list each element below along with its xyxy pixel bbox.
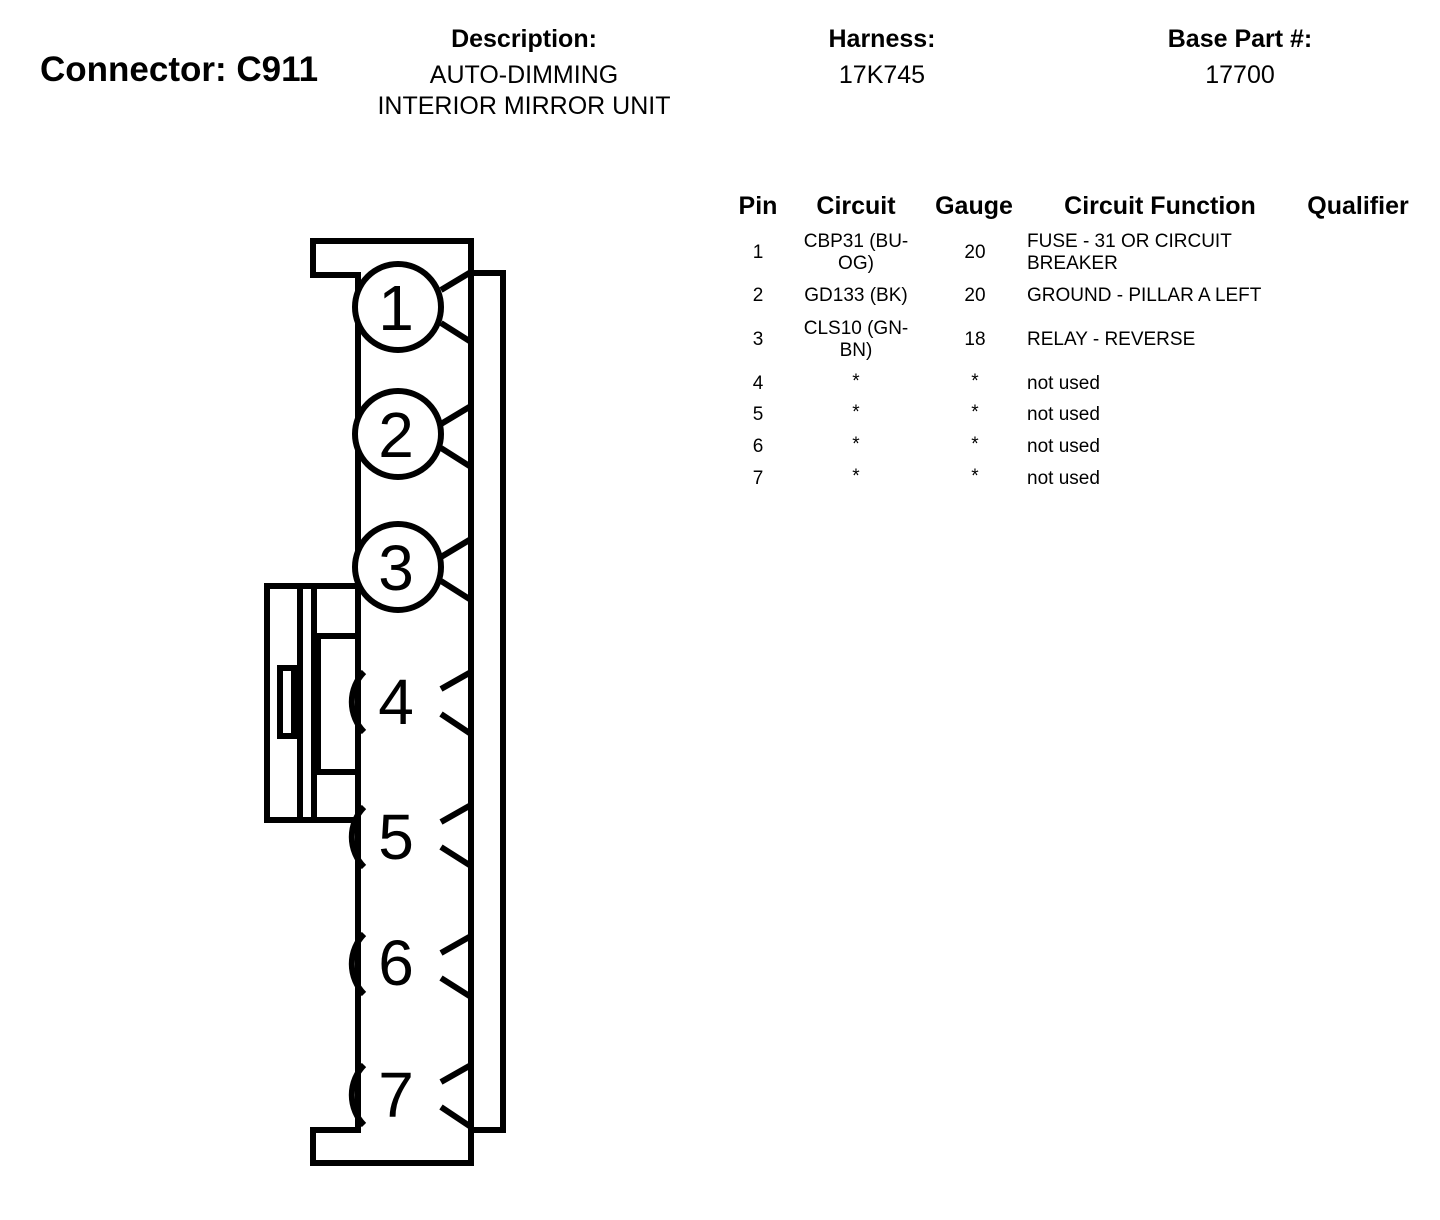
column-header-pin: Pin — [738, 192, 778, 220]
table-cell-pin: 2 — [752, 285, 764, 306]
table-cell-function: GROUND - PILLAR A LEFT — [1027, 285, 1262, 306]
table-cell-pin: 4 — [752, 373, 764, 394]
cavity-3 — [352, 521, 444, 613]
table-cell-circuit: GD133 (BK) — [804, 285, 908, 306]
table-cell-gauge: 20 — [964, 285, 986, 306]
table-cell-circuit: * — [852, 371, 860, 392]
table-cell-function: not used — [1027, 404, 1100, 425]
cavity-4-arc — [348, 669, 367, 735]
description-line-2: INTERIOR MIRROR UNIT — [377, 92, 671, 120]
table-cell-gauge: * — [971, 371, 979, 392]
circuit-line: CLS10 (GN- — [803, 318, 909, 339]
cavity-7-arc — [348, 1062, 367, 1128]
table-cell-circuit: CLS10 (GN- BN) — [792, 318, 920, 362]
pin-label: 7 — [378, 1059, 414, 1131]
description-value: AUTO-DIMMING INTERIOR MIRROR UNIT — [344, 60, 704, 122]
lock-tab-inner — [277, 665, 297, 739]
pin-label: 3 — [378, 532, 414, 604]
terminal-chevron-6 — [439, 933, 473, 1000]
table-cell-gauge: 18 — [964, 329, 986, 350]
terminal-chevron-1 — [439, 269, 473, 345]
column-header-qualifier: Qualifier — [1307, 192, 1409, 220]
column-header-gauge: Gauge — [935, 192, 1013, 220]
pin-label: 5 — [378, 801, 414, 873]
connector-side-rail — [468, 270, 506, 1133]
terminal-chevron-4 — [439, 669, 473, 737]
connector-face-diagram: 1 2 3 4 5 6 7 — [264, 238, 506, 1166]
table-cell-circuit: * — [852, 466, 860, 487]
harness-label: Harness: — [828, 25, 936, 53]
terminal-chevron-7 — [439, 1062, 473, 1130]
circuit-line: BN) — [839, 340, 873, 361]
terminal-chevron-3 — [439, 536, 473, 603]
pin-label: 6 — [378, 927, 414, 999]
description-line-1: AUTO-DIMMING — [429, 61, 619, 89]
table-cell-function: RELAY - REVERSE — [1027, 329, 1196, 350]
function-line: FUSE - 31 OR CIRCUIT — [1027, 231, 1232, 252]
table-cell-pin: 6 — [752, 436, 764, 457]
column-header-circuit-function: Circuit Function — [1064, 192, 1256, 220]
table-cell-gauge: * — [971, 402, 979, 423]
table-cell-circuit: * — [852, 402, 860, 423]
description-label: Description: — [451, 25, 597, 53]
table-cell-function: FUSE - 31 OR CIRCUIT BREAKER — [1027, 231, 1317, 275]
table-cell-gauge: * — [971, 434, 979, 455]
table-cell-pin: 7 — [752, 468, 764, 489]
base-part-label: Base Part #: — [1167, 25, 1313, 53]
table-cell-gauge: * — [971, 466, 979, 487]
table-cell-function: not used — [1027, 468, 1100, 489]
harness-value: 17K745 — [838, 61, 926, 89]
table-cell-pin: 5 — [752, 404, 764, 425]
base-part-value: 17700 — [1205, 61, 1275, 89]
cavity-6-arc — [348, 931, 367, 997]
table-cell-circuit: CBP31 (BU- OG) — [792, 231, 920, 275]
function-line: BREAKER — [1027, 253, 1118, 274]
pin-label: 4 — [378, 666, 414, 738]
table-cell-gauge: 20 — [964, 242, 986, 263]
terminal-chevron-5 — [439, 802, 473, 869]
circuit-line: OG) — [838, 253, 874, 274]
table-cell-function: not used — [1027, 373, 1100, 394]
circuit-line: CBP31 (BU- — [803, 231, 909, 252]
connector-title: Connector: C911 — [40, 50, 319, 89]
table-cell-function: not used — [1027, 436, 1100, 457]
cavity-2 — [352, 388, 444, 480]
table-cell-pin: 1 — [752, 242, 764, 263]
pin-label: 2 — [378, 399, 414, 471]
table-cell-circuit: * — [852, 434, 860, 455]
cavity-5-arc — [348, 804, 367, 870]
cavity-1 — [352, 261, 444, 353]
pin-label: 1 — [378, 272, 414, 344]
table-cell-pin: 3 — [752, 329, 764, 350]
column-header-circuit: Circuit — [816, 192, 896, 220]
terminal-chevron-2 — [439, 403, 473, 470]
